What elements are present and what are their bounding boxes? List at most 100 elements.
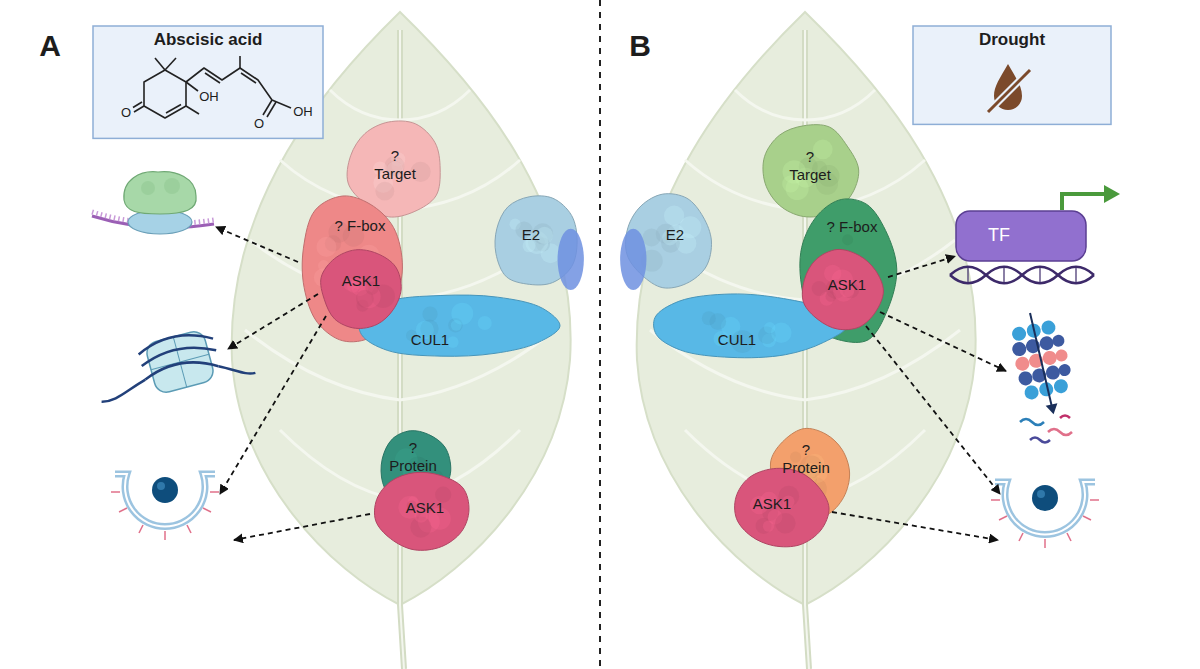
cul1-protein: CUL1 (346, 290, 564, 362)
vesicle-icon (152, 477, 178, 503)
protein-label: ? Protein (782, 441, 830, 477)
vesicle-icon (164, 531, 166, 540)
peptide-fragments (1060, 416, 1070, 419)
nucleosome-icon (99, 380, 148, 403)
vesicle-icon (210, 491, 219, 493)
proteasome-icon (1030, 313, 1053, 411)
proteasome-icon (1014, 355, 1031, 372)
panel-letter: A (39, 29, 61, 62)
protein-blob (775, 513, 796, 534)
protein-blob (735, 468, 829, 546)
dna-helix (950, 267, 1094, 284)
vesicle-icon (187, 525, 191, 533)
protein-blob (813, 140, 833, 160)
vesicle-icon (111, 474, 219, 540)
dna-helix (950, 267, 1094, 284)
vesicle-icon (203, 508, 211, 512)
ribosome-icon (92, 172, 214, 234)
target-protein: ? Target (343, 116, 447, 222)
peptide-fragments (1020, 419, 1044, 425)
box-outline (913, 26, 1111, 124)
nucleosome-icon (90, 319, 255, 414)
protein-label: E2 (522, 226, 540, 244)
box-heading: Drought (979, 30, 1045, 50)
box-outline (93, 26, 323, 138)
vesicle-icon (111, 492, 219, 540)
atom-label: OH (293, 105, 313, 119)
dna-helix (1039, 268, 1040, 282)
vesicle-icon (991, 482, 1099, 548)
box-heading: Abscisic acid (154, 30, 263, 50)
f-box-protein: ? F-box (294, 188, 406, 348)
protein-label: ? Target (374, 147, 416, 183)
vesicle-icon (115, 474, 215, 526)
protein-blob (620, 229, 646, 290)
protein-blob (709, 313, 726, 330)
proteasome-icon (1054, 348, 1068, 362)
protein-blob (796, 188, 900, 350)
protein-label: ? F-box (827, 218, 878, 236)
leader-arrow (880, 312, 1006, 371)
proteasome-icon (1045, 364, 1062, 381)
dna-helix (967, 268, 968, 282)
protein-blob (654, 294, 847, 358)
ask1-protein: ASK1 (368, 466, 474, 554)
proteasome-icon (1011, 325, 1028, 342)
protein-label: ASK1 (828, 276, 866, 294)
protein-blob (451, 303, 473, 325)
e2-enzyme: E2 (622, 190, 716, 292)
dna-helix (1003, 268, 1004, 282)
ribosome-icon (141, 181, 155, 195)
protein-blob (763, 521, 774, 532)
vesicle-icon (139, 525, 143, 533)
proteasome-icon (1038, 335, 1055, 352)
protein-label: CUL1 (718, 331, 756, 349)
nucleosome-icon (218, 357, 255, 381)
dna-helix (950, 267, 1094, 284)
protein-blob (374, 472, 469, 550)
transcription-arrow (1062, 185, 1120, 210)
nucleosome-icon (140, 340, 216, 370)
vesicle-icon (115, 474, 215, 526)
ask1-protein: ASK1 (316, 244, 406, 334)
dna-helix (968, 268, 1076, 282)
protein-label: ? Protein (389, 439, 437, 475)
leader-arrow (832, 512, 998, 540)
peptide-fragments (1020, 416, 1072, 443)
nucleosome-icon (137, 327, 214, 358)
protein-label: E2 (666, 226, 684, 244)
protein-label: ASK1 (753, 495, 791, 513)
protein-blob (842, 234, 853, 245)
stimulus-box: Abscisic acid (92, 25, 324, 139)
proteasome-icon (1006, 307, 1079, 420)
leader-arrow (228, 294, 318, 349)
peptide-fragments (1030, 438, 1050, 443)
proteasome-icon (1058, 363, 1072, 377)
protein-label: CUL1 (411, 331, 449, 349)
protein-blob (478, 316, 492, 330)
protein-blob (375, 182, 394, 201)
protein-label: ASK1 (342, 272, 380, 290)
leader-arrow (220, 316, 326, 494)
stimulus-box: Drought (912, 25, 1112, 125)
leader-arrow (234, 514, 370, 540)
protein-blob (422, 306, 437, 321)
nucleosome-icon (144, 354, 219, 385)
ribosome-icon (124, 172, 196, 214)
dna-helix (1075, 268, 1076, 282)
leader-arrow (216, 227, 298, 262)
ask1-protein: ASK1 (728, 464, 832, 552)
box-outline (955, 210, 1087, 262)
proteasome-icon (1017, 370, 1034, 387)
protein-label: TF (988, 225, 1010, 247)
proteasome-icon (1046, 403, 1060, 415)
vesicle-icon (119, 508, 127, 512)
leader-arrow (866, 326, 1000, 494)
protein-blob (359, 295, 560, 356)
peptide-fragments (1048, 429, 1072, 435)
target-protein: ? Target (758, 118, 862, 222)
leaf (400, 90, 470, 120)
protein-blob (558, 229, 584, 290)
cul1-protein: CUL1 (640, 290, 850, 362)
